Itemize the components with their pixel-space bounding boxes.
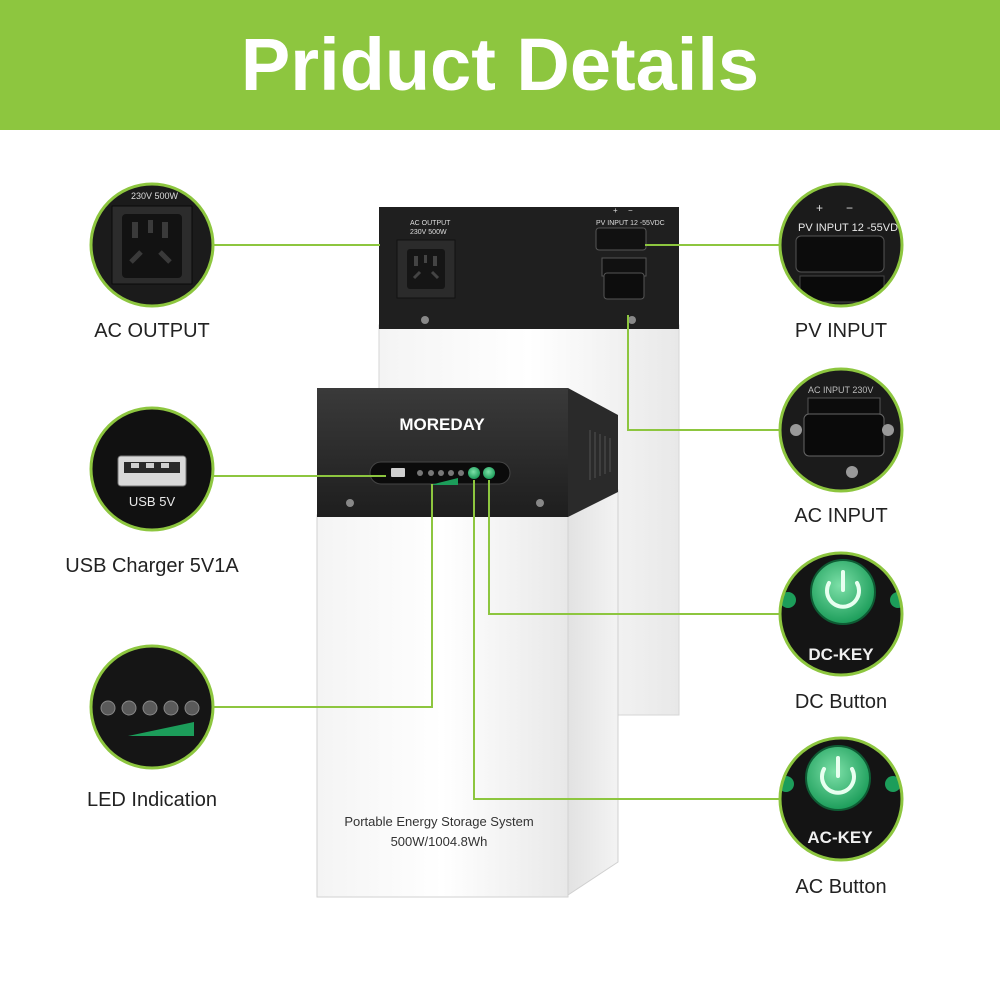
callout-usb-charger: USB 5V <box>89 406 215 532</box>
rear-pv-input-port-icon <box>595 227 647 251</box>
rear-pv-input-text: PV INPUT 12 -55VDC <box>596 220 665 227</box>
brand-logo: MOREDAY <box>399 415 485 434</box>
ac-button-label: AC Button <box>795 876 887 898</box>
usb-port-icon <box>117 455 187 487</box>
led-line <box>213 484 433 708</box>
callout-pv-input: + − PV INPUT 12 -55VDC <box>778 182 906 308</box>
callout-ac-output: 230V 500W <box>89 182 215 308</box>
dc-button-line <box>488 480 780 615</box>
pv-zoom-minus: − <box>846 201 853 215</box>
dc-power-button-icon <box>810 559 876 625</box>
led-indication-label: LED Indication <box>86 789 218 811</box>
ac-input-zoom-text: AC INPUT 230V <box>808 385 873 395</box>
pv-zoom-plus: + <box>816 201 823 215</box>
page-title: Priduct Details <box>240 23 760 106</box>
callout-lines <box>213 244 780 800</box>
dc-button-label: DC Button <box>794 691 888 713</box>
ac-outlet-icon <box>111 205 193 285</box>
ac-output-zoom-text: 230V 500W <box>131 191 179 201</box>
front-control-strip <box>369 461 511 485</box>
rear-ac-output-text: AC OUTPUT <box>410 220 451 227</box>
title-banner: Priduct Details <box>0 0 1000 130</box>
ac-button-line <box>473 480 780 800</box>
led-indicator-icon <box>100 700 200 736</box>
rear-ac-output-rating: 230V 500W <box>410 229 447 236</box>
pv-zoom-text: PV INPUT 12 -55VDC <box>798 222 906 234</box>
pv-input-label: PV INPUT <box>794 320 888 342</box>
front-dc-key <box>483 467 495 479</box>
ac-output-label: AC OUTPUT <box>94 320 210 342</box>
ac-input-line <box>627 315 780 431</box>
ac-key-zoom-text: AC-KEY <box>807 828 873 847</box>
ac-input-port-icon <box>803 397 885 457</box>
usb-zoom-text: USB 5V <box>129 494 176 509</box>
dc-key-zoom-text: DC-KEY <box>808 645 874 664</box>
system-spec-text: 500W/1004.8Wh <box>391 834 488 849</box>
callout-dc-button: DC-KEY <box>778 551 904 677</box>
usb-charger-label: USB Charger 5V1A <box>65 555 239 577</box>
ac-input-label: AC INPUT <box>794 505 888 527</box>
system-name-text: Portable Energy Storage System <box>344 814 533 829</box>
rear-ac-outlet-icon <box>396 239 456 299</box>
callout-led-indication <box>89 644 215 770</box>
front-unit: MOREDAY Portable Energy Storage System 5… <box>316 388 619 898</box>
rear-ac-input-port-icon <box>601 257 647 300</box>
ac-power-button-icon <box>805 745 871 811</box>
callout-ac-input: AC INPUT 230V <box>778 367 904 493</box>
callout-ac-button: AC-KEY <box>778 736 904 862</box>
front-ac-key <box>468 467 480 479</box>
pv-input-port-icon <box>795 235 885 303</box>
front-usb-port-icon <box>391 468 405 477</box>
rear-pv-minus: − <box>628 206 633 215</box>
rear-pv-plus: + <box>613 206 618 215</box>
